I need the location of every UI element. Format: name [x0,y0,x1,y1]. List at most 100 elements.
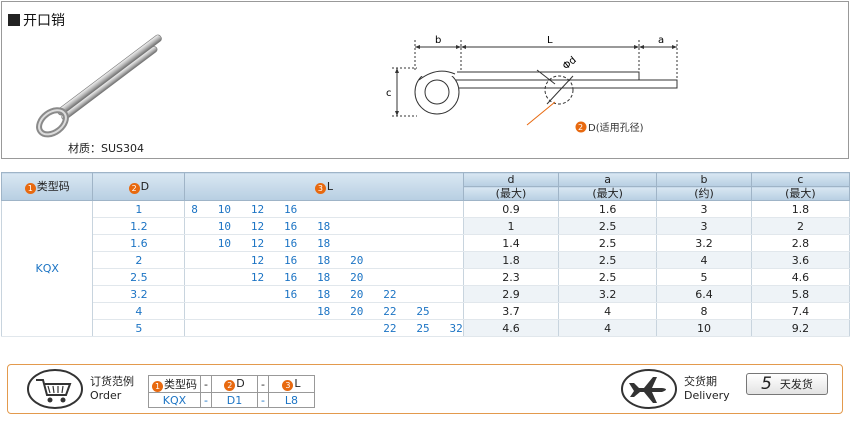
note-text: D(适用孔径) [588,121,644,134]
col-c-header: c [750,172,850,187]
l-cell: 12 16 18 20 [184,251,464,269]
d-max-cell: 3.7 [462,302,560,320]
d-max-cell: 2.3 [462,268,560,286]
airplane-icon [621,369,677,409]
title-square-icon [8,14,20,26]
a-max-cell: 2.5 [558,268,658,286]
spec-table-body: KQX 1 8 10 12 16 0.9 1.6 3 1.8 1.2 10 12… [0,200,850,337]
d-cell: 2 [92,251,186,269]
d-max-cell: 1.8 [462,251,560,269]
col-d-header: d [462,172,560,187]
col-d-subheader: (最大) [462,186,560,201]
a-max-cell: 2.5 [558,217,658,235]
delivery-days-unit: 天发货 [779,378,813,391]
delivery-title-cn: 交货期 [684,375,717,388]
col-a-subheader: (最大) [558,186,658,201]
order-dash: - [256,392,269,408]
order-l-value: L8 [267,392,315,408]
d-max-cell: 4.6 [462,319,560,337]
table-row: 1.6 10 12 16 18 1.4 2.5 3.2 2.8 [2,234,850,252]
dimension-drawing: b L a c Φd 2 D(适用孔径) [386,35,678,134]
delivery-days-box: 5 天发货 [746,373,828,395]
c-max-cell: 3.6 [750,251,850,269]
d-cell: 4 [92,302,186,320]
note-badge: 2 [578,123,583,132]
d-cell: 5 [92,319,186,337]
dim-b-label: b [435,35,441,46]
b-approx-cell: 4 [656,251,752,269]
b-approx-cell: 3.2 [656,234,752,252]
table-row: KQX 1 8 10 12 16 0.9 1.6 3 1.8 [0,200,850,337]
b-approx-cell: 10 [656,319,752,337]
table-row: 2 12 16 18 20 1.8 2.5 4 3.6 [2,251,850,269]
c-max-cell: 9.2 [750,319,850,337]
order-title: 订货范例 Order [90,375,134,403]
c-max-cell: 2 [750,217,850,235]
product-panel: 开口销 材质：SUS304 [1,1,849,159]
d-cell: 1.6 [92,234,186,252]
a-max-cell: 2.5 [558,251,658,269]
dim-c-label: c [386,88,392,99]
table-row: 2.5 12 16 18 20 2.3 2.5 5 4.6 [2,268,850,286]
dim-a-label: a [658,35,664,46]
l-cell: 10 12 16 18 [184,234,464,252]
delivery-title-en: Delivery [684,389,730,402]
l-cell: 18 20 22 25 [184,302,464,320]
table-row: 4 18 20 22 25 3.7 4 8 7.4 [2,302,850,320]
d-max-cell: 1.4 [462,234,560,252]
d-cell: 2.5 [92,268,186,286]
table-row: 5 22 25 32 4.6 4 10 9.2 [2,319,850,337]
b-approx-cell: 3 [656,217,752,235]
cotter-pin-photo [36,34,162,138]
d-cell: 3.2 [92,285,186,303]
title-text: 开口销 [23,13,65,29]
order-dash: - [200,375,212,393]
b-approx-cell: 6.4 [656,285,752,303]
l-cell: 16 18 20 22 [184,285,464,303]
a-max-cell: 4 [558,302,658,320]
l-cell: 10 12 16 18 [184,217,464,235]
c-max-cell: 2.8 [750,234,850,252]
d-max-cell: 0.9 [462,200,560,218]
d-max-cell: 1 [462,217,560,235]
col-c-subheader: (最大) [750,186,850,201]
cart-icon [27,369,83,409]
b-approx-cell: 8 [656,302,752,320]
order-d-value: D1 [210,392,258,408]
l-cell: 12 16 18 20 [184,268,464,286]
a-max-cell: 3.2 [558,285,658,303]
d-max-cell: 2.9 [462,285,560,303]
page-title: 开口销 [8,10,65,30]
c-max-cell: 5.8 [750,285,850,303]
col-b-subheader: (约) [656,186,752,201]
order-title-cn: 订货范例 [90,375,134,388]
material-label: 材质：SUS304 [68,142,145,155]
order-dash: - [200,392,212,408]
type-code-cell: KQX [0,200,94,337]
delivery-title: 交货期 Delivery [684,375,730,403]
col-a-header: a [558,172,658,187]
b-approx-cell: 5 [656,268,752,286]
order-dash: - [256,375,269,393]
table-row: 1.2 10 12 16 18 1 2.5 3 2 [2,217,850,235]
table-row: 3.2 16 18 20 22 2.9 3.2 6.4 5.8 [2,285,850,303]
col-b-header: b [656,172,752,187]
a-max-cell: 1.6 [558,200,658,218]
a-max-cell: 2.5 [558,234,658,252]
order-type-value: KQX [148,392,201,408]
dim-d-label: Φd [561,55,579,73]
dim-l-label: L [547,35,553,46]
d-cell: 1 [92,200,186,218]
d-cell: 1.2 [92,217,186,235]
l-cell: 22 25 32 [184,319,464,337]
c-max-cell: 4.6 [750,268,850,286]
c-max-cell: 7.4 [750,302,850,320]
